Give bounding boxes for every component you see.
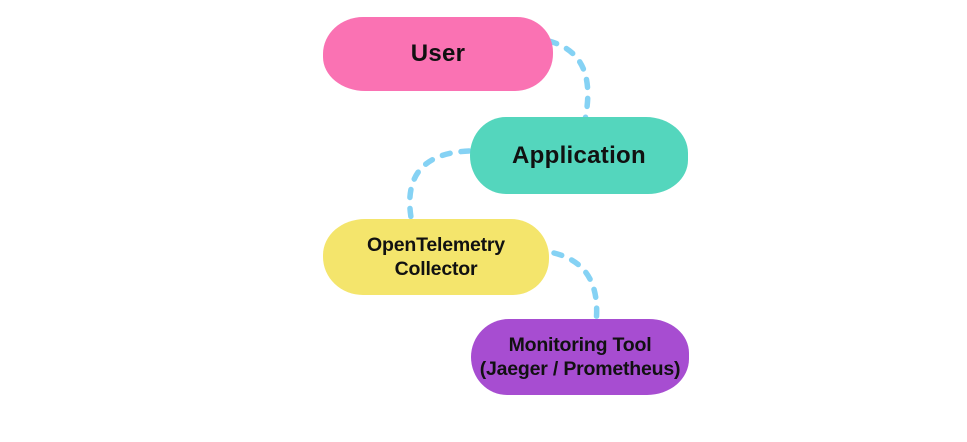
node-user: User <box>323 17 553 91</box>
node-monitoring-tool-label-line1: Monitoring Tool <box>508 334 652 356</box>
connector-collector-to-monitoring-tool <box>551 250 600 326</box>
node-monitoring-tool-label-line2: (Jaeger / Prometheus) <box>479 358 681 380</box>
node-user-label: User <box>410 40 466 67</box>
connector-user-to-application <box>546 38 591 123</box>
node-opentelemetry-collector: OpenTelemetry Collector <box>323 219 549 295</box>
node-opentelemetry-collector-label-line1: OpenTelemetry <box>367 234 505 256</box>
node-opentelemetry-collector-label-line2: Collector <box>394 258 478 280</box>
connector-application-to-collector <box>407 148 472 226</box>
node-application-label: Application <box>512 141 646 169</box>
node-monitoring-tool: Monitoring Tool (Jaeger / Prometheus) <box>471 319 689 395</box>
node-application: Application <box>470 117 688 194</box>
